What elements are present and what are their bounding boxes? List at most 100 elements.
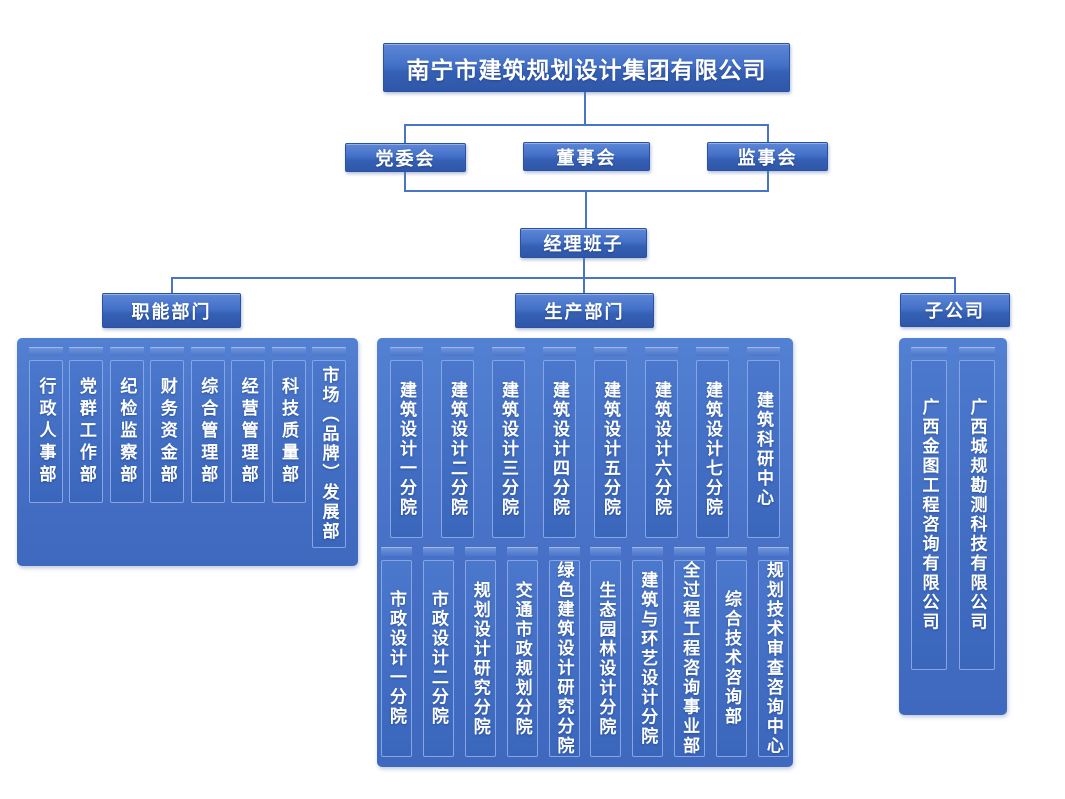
dept-node-tab (109, 347, 144, 356)
dept-node: 财务资金部 (150, 347, 185, 548)
dept-label: 规划设计研究分院 (470, 580, 490, 737)
dept-node-tab (381, 547, 412, 556)
production-depts-label: 生产部门 (544, 301, 625, 322)
dept-label: 市场（品牌）发展部 (319, 366, 339, 542)
dept-label: 生态园林设计分院 (596, 580, 616, 737)
subsidiaries-panel: 广西金图工程咨询有限公司 广西城规勘测科技有限公司 (899, 338, 1007, 715)
dept-node-tab (231, 347, 266, 356)
connector-line (954, 277, 956, 293)
dept-label: 财务资金部 (157, 376, 177, 487)
dept-node: 建筑设计六分院 (645, 347, 678, 538)
subsidiaries-label: 子公司 (925, 301, 985, 321)
subsidiary-node: 广西金图工程咨询有限公司 (911, 347, 947, 670)
connector-line (585, 190, 587, 228)
production-depts-panel: 建筑设计一分院 建筑设计二分院 建筑设计三分院 建筑设计四分院 建筑设计五分院 … (377, 338, 793, 767)
dept-node-tab (492, 347, 525, 356)
party-committee-node: 党委会 (345, 143, 466, 172)
dept-node-tab (464, 547, 496, 556)
dept-node: 绿色建筑设计研究分院 (548, 547, 580, 757)
connector-line (404, 124, 406, 143)
dept-node-tab (716, 547, 747, 556)
dept-node-tab (548, 547, 580, 556)
subsidiary-node: 广西城规勘测科技有限公司 (959, 347, 995, 670)
subsidiary-label: 广西城规勘测科技有限公司 (967, 398, 987, 632)
dept-node: 市政设计一分院 (381, 547, 412, 757)
dept-label: 行政人事部 (36, 376, 56, 487)
functional-depts-row: 行政人事部 党群工作部 纪检监察部 财务资金部 综合管理部 经营管理部 科技质量… (29, 347, 346, 548)
dept-label: 建筑设计四分院 (550, 380, 569, 518)
dept-node: 建筑设计三分院 (492, 347, 525, 538)
dept-node: 综合管理部 (190, 347, 225, 548)
dept-node: 建筑设计五分院 (594, 347, 627, 538)
dept-label: 经营管理部 (238, 376, 258, 487)
dept-node-tab (959, 347, 995, 356)
dept-node-tab (696, 347, 729, 356)
root-company-label: 南宁市建筑规划设计集团有限公司 (406, 56, 767, 83)
dept-label: 建筑与环艺设计分院 (638, 570, 658, 747)
supervisory-board-node: 监事会 (707, 142, 828, 171)
dept-node: 规划设计研究分院 (464, 547, 496, 757)
dept-node: 市政设计二分院 (422, 547, 454, 757)
dept-label: 综合技术咨询部 (722, 590, 741, 727)
dept-label: 建筑科研中心 (754, 390, 773, 508)
dept-node-tab (506, 547, 538, 556)
dept-node-tab (590, 547, 622, 556)
connector-line (171, 277, 956, 279)
dept-node: 建筑科研中心 (747, 347, 780, 538)
dept-label: 建筑设计七分院 (703, 380, 722, 518)
dept-label: 纪检监察部 (117, 376, 137, 487)
subsidiaries-row: 广西金图工程咨询有限公司 广西城规勘测科技有限公司 (911, 347, 995, 670)
dept-node: 建筑与环艺设计分院 (632, 547, 664, 757)
dept-label: 党群工作部 (76, 376, 96, 487)
dept-node-tab (543, 347, 576, 356)
dept-node-tab (594, 347, 627, 356)
dept-node-tab (390, 347, 423, 356)
dept-node-tab (441, 347, 474, 356)
dept-label: 综合管理部 (198, 376, 218, 487)
production-row-2: 市政设计一分院 市政设计二分院 规划设计研究分院 交通市政规划分院 绿色建筑设计… (381, 547, 789, 757)
functional-depts-header: 职能部门 (102, 293, 241, 328)
dept-node-tab (311, 347, 346, 356)
party-committee-label: 党委会 (375, 148, 436, 169)
dept-node-tab (645, 347, 678, 356)
dept-node: 科技质量部 (271, 347, 306, 548)
connector-line (583, 277, 585, 293)
dept-node: 建筑设计七分院 (696, 347, 729, 538)
dept-node: 经营管理部 (231, 347, 266, 548)
production-row-1: 建筑设计一分院 建筑设计二分院 建筑设计三分院 建筑设计四分院 建筑设计五分院 … (390, 347, 780, 538)
dept-node: 市场（品牌）发展部 (311, 347, 346, 548)
dept-label: 建筑设计六分院 (652, 380, 671, 518)
dept-label: 科技质量部 (279, 376, 299, 487)
dept-label: 规划技术审查咨询中心 (763, 561, 783, 756)
board-of-directors-label: 董事会 (556, 147, 617, 168)
dept-node: 综合技术咨询部 (716, 547, 747, 757)
dept-node-tab (674, 547, 706, 556)
connector-line (767, 124, 769, 142)
dept-node-tab (190, 347, 225, 356)
subsidiaries-header: 子公司 (900, 293, 1010, 327)
dept-label: 建筑设计三分院 (499, 380, 518, 518)
dept-node: 生态园林设计分院 (590, 547, 622, 757)
connector-line (171, 277, 173, 293)
connector-line (404, 124, 769, 126)
dept-node-tab (69, 347, 104, 356)
dept-node-tab (29, 347, 63, 356)
management-team-label: 经理班子 (543, 234, 624, 254)
dept-node: 党群工作部 (69, 347, 104, 548)
dept-node: 建筑设计二分院 (441, 347, 474, 538)
dept-node: 纪检监察部 (109, 347, 144, 548)
dept-label: 建筑设计二分院 (448, 380, 467, 518)
dept-node: 建筑设计一分院 (390, 347, 423, 538)
functional-depts-panel: 行政人事部 党群工作部 纪检监察部 财务资金部 综合管理部 经营管理部 科技质量… (17, 338, 358, 566)
dept-node-tab (271, 347, 306, 356)
dept-node-tab (422, 547, 454, 556)
dept-node: 全过程工程咨询事业部 (674, 547, 706, 757)
production-depts-header: 生产部门 (515, 293, 654, 328)
dept-node: 行政人事部 (29, 347, 63, 548)
connector-line (404, 171, 406, 192)
board-of-directors-node: 董事会 (523, 142, 650, 171)
management-team-node: 经理班子 (520, 228, 647, 258)
dept-node: 建筑设计四分院 (543, 347, 576, 538)
root-company-node: 南宁市建筑规划设计集团有限公司 (383, 43, 790, 92)
